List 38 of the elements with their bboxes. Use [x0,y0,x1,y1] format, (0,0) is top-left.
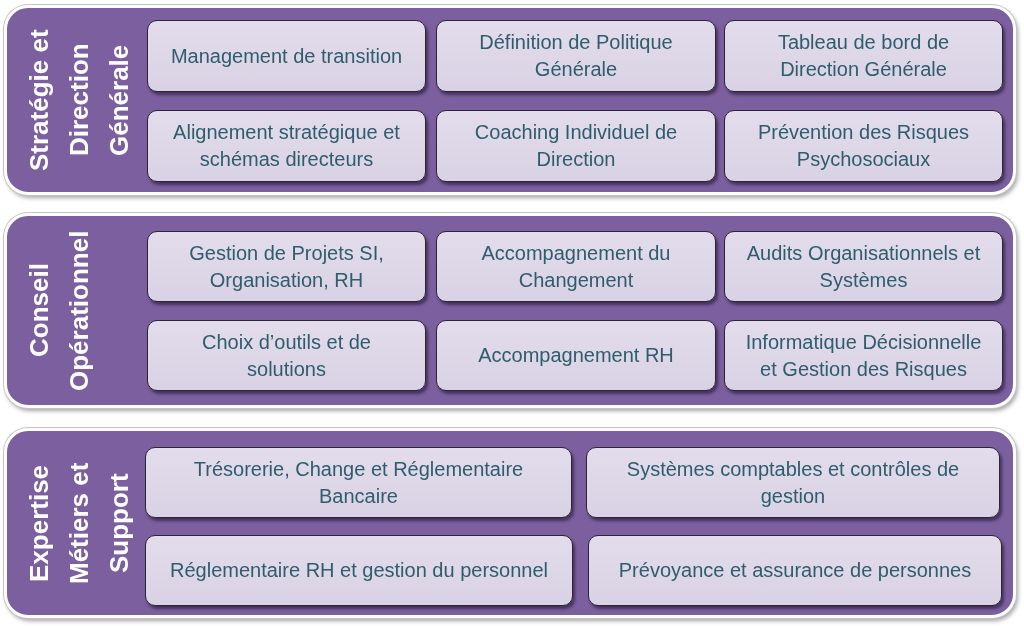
service-box [724,231,1003,302]
category-band [4,5,1016,195]
service-label: Coaching Individuel de Direction [473,120,679,172]
service-label: Accompagnement RH [478,343,674,368]
category-band [4,428,1016,618]
service-box [147,231,426,302]
band-heading: Expertise Métiers et Support [23,461,135,586]
service-label: Réglementaire RH et gestion du personnel [170,558,548,583]
service-box [145,447,572,518]
category-band [4,213,1016,408]
service-label: Trésorerie, Change et Réglementaire Bancaire [192,456,525,509]
service-label: Audits Organisationnels et Systèmes [745,240,982,293]
service-label: Prévention des Risques Psychosociaux [756,120,971,172]
service-label: Accompagnement du Changement [480,240,672,293]
service-box [724,110,1003,182]
service-box [586,447,1000,518]
service-box [145,535,573,606]
service-box [724,20,1003,92]
service-box [436,231,716,302]
service-box [724,320,1003,391]
service-box [436,20,716,92]
service-box [588,535,1002,606]
band-heading: Stratégie et Direction Générale [23,28,135,173]
service-label: Management de transition [170,43,403,69]
service-label: Systèmes comptables et contrôles de gestion [625,456,961,509]
service-box [436,320,716,391]
service-box [147,20,426,92]
service-label: Alignement stratégique et schémas directeurs [172,120,401,172]
service-box [147,320,426,391]
service-label: Tableau de bord de Direction Générale [776,30,951,82]
service-label: Informatique Décisionnelle et Gestion des Risques [744,329,983,382]
service-box [436,110,716,182]
band-heading: Conseil Opérationnel [23,229,95,393]
service-box [147,110,426,182]
service-label: Définition de Politique Générale [478,30,674,82]
service-label: Gestion de Projets SI, Organisation, RH [188,240,385,293]
service-label: Choix d’outils et de solutions [201,329,372,382]
service-label: Prévoyance et assurance de personnes [618,558,972,583]
